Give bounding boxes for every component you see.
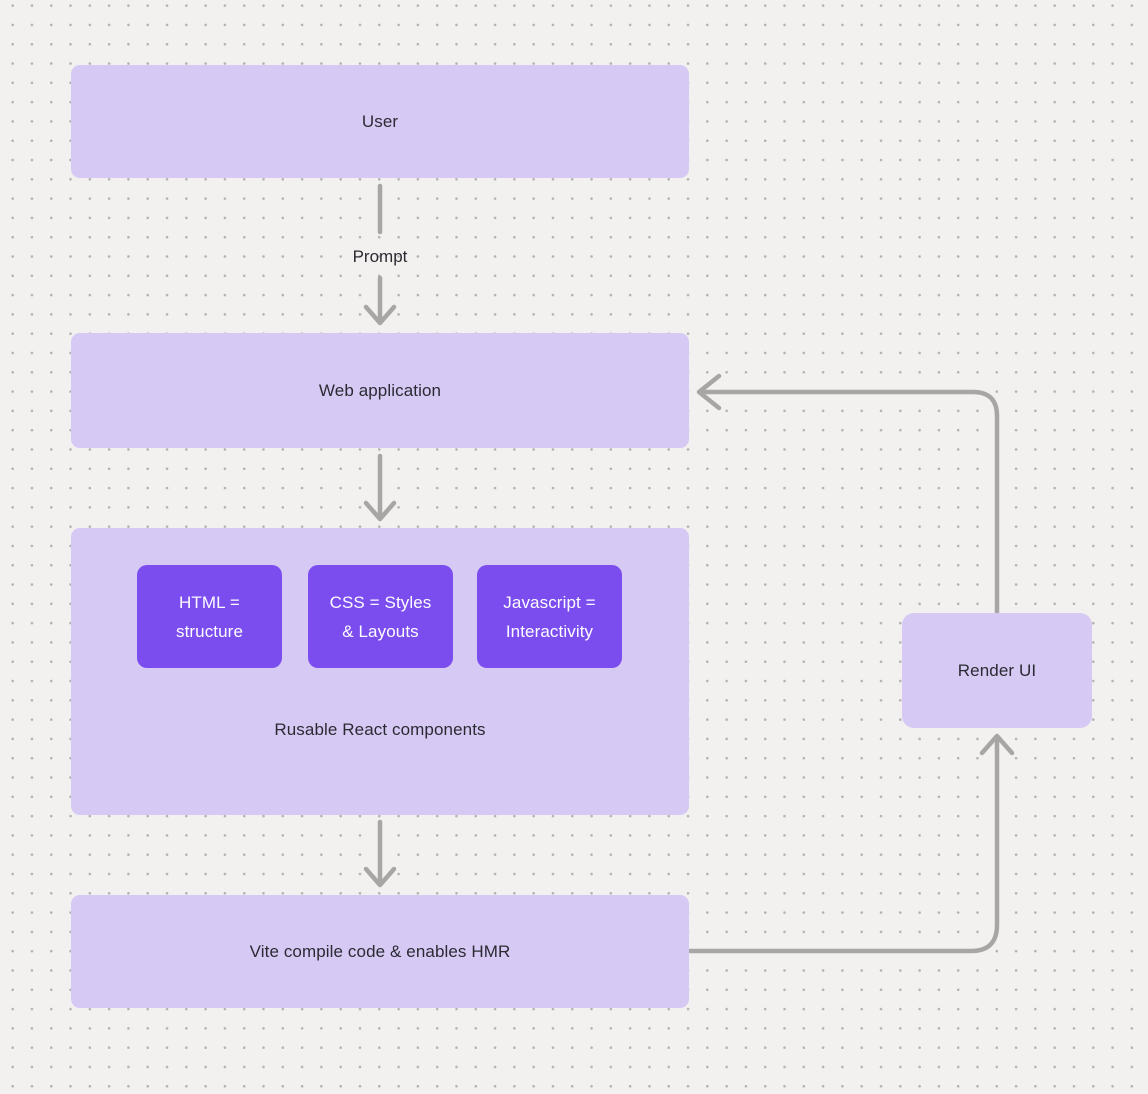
node-javascript: Javascript = Interactivity bbox=[477, 565, 622, 668]
node-html: HTML = structure bbox=[137, 565, 282, 668]
prompt-label-text: Prompt bbox=[352, 247, 408, 266]
node-css: CSS = Styles & Layouts bbox=[308, 565, 453, 668]
node-javascript-label: Javascript = Interactivity bbox=[503, 592, 596, 641]
node-vite-label: Vite compile code & enables HMR bbox=[249, 941, 511, 961]
node-render-ui-label: Render UI bbox=[957, 660, 1037, 680]
edge-components-to-vite-arrow bbox=[363, 819, 397, 888]
edge-webapp-to-components-arrow bbox=[363, 453, 397, 522]
edge-label-prompt: Prompt bbox=[330, 244, 430, 270]
edge-vite-to-renderui-arrow bbox=[687, 733, 1015, 954]
node-user: User bbox=[71, 65, 689, 178]
react-components-group-label-text: Rusable React components bbox=[274, 720, 486, 739]
node-css-label: CSS = Styles & Layouts bbox=[329, 592, 432, 641]
node-user-label: User bbox=[361, 111, 399, 131]
node-vite: Vite compile code & enables HMR bbox=[71, 895, 689, 1008]
node-html-label: HTML = structure bbox=[175, 592, 244, 641]
edge-renderui-to-webapp-arrow bbox=[696, 373, 1000, 615]
react-components-group-label: Rusable React components bbox=[71, 716, 689, 744]
node-web-application-label: Web application bbox=[318, 380, 442, 400]
edge-prompt-to-webapp-arrow bbox=[363, 275, 397, 326]
node-web-application: Web application bbox=[71, 333, 689, 448]
node-render-ui: Render UI bbox=[902, 613, 1092, 728]
node-react-components-group: HTML = structure CSS = Styles & Layouts … bbox=[71, 528, 689, 815]
